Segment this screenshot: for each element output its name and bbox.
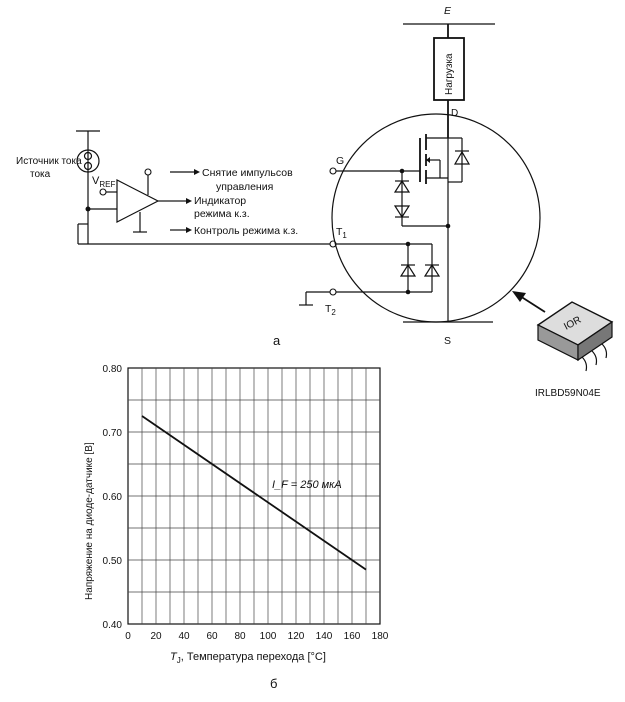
y-tick-label: 0.80 [103,364,123,375]
x-axis-ticks: 0 20 40 60 80 100 120 140 160 180 [125,631,389,642]
g-terminal [329,167,337,175]
y-tick-label: 0.60 [103,492,123,503]
pulse-off-label-2: управления [216,181,273,193]
caption-a: а [273,333,281,348]
zener-diode-1 [393,179,411,193]
package-illustration: IOR [536,301,614,372]
current-source-ring-2 [83,161,93,171]
d-label: D [451,108,458,119]
x-tick-label: 60 [206,631,218,642]
chart: 0 20 40 60 80 100 120 140 160 180 0.40 0.50 0.60 0.7… [84,364,389,691]
sensor-diode-1 [399,263,417,277]
y-tick-label: 0.50 [103,556,123,567]
t2-label: T2 [325,303,336,317]
x-tick-label: 180 [372,631,389,642]
current-annotation: I_F = 250 мкА [272,479,342,491]
y-axis-label: Напряжение на диоде-датчике [В] [84,442,95,600]
svg-text:тока: тока [30,169,51,180]
y-tick-label: 0.70 [103,428,123,439]
zener-diode-2 [393,205,411,219]
y-tick-label: 0.40 [103,620,123,631]
t1-label: T1 [336,226,347,240]
s-label: S [444,335,451,347]
t2-terminal [329,288,337,296]
mosfet-package-outline [331,113,541,323]
vref-label: VREF [92,175,115,189]
schematic: Источник тока тока VREF Снятие импульсов… [16,5,614,399]
load-label: Нагрузка [444,53,455,95]
x-tick-label: 40 [178,631,190,642]
x-tick-label: 0 [125,631,131,642]
load-resistor [433,37,465,101]
body-diode [453,150,471,165]
pulse-off-label: Снятие импульсов [202,167,293,179]
e-label: E [444,5,452,17]
current-source-label: Источник тока [16,156,82,167]
vref-terminal [99,188,107,196]
pointer-arrow [512,291,526,302]
sensor-diode-2 [423,263,441,277]
comparator-terminal [144,168,152,176]
series [141,415,367,571]
x-tick-label: 140 [316,631,333,642]
g-label: G [336,155,344,167]
part-number: IRLBD59N04E [535,388,601,399]
x-tick-label: 80 [234,631,246,642]
sc-indicator-label: Индикатор [194,195,246,207]
grid [128,368,380,624]
current-source-symbol [76,149,100,173]
x-tick-label: 160 [344,631,361,642]
x-tick-label: 100 [260,631,277,642]
x-tick-label: 120 [288,631,305,642]
y-axis-ticks: 0.40 0.50 0.60 0.70 0.80 [103,364,123,631]
current-source-ring [83,151,93,161]
series-line [141,415,367,571]
sc-indicator-label-2: режима к.з. [194,208,250,220]
comparator-symbol [116,179,160,223]
x-tick-label: 20 [150,631,162,642]
x-axis-label: TJ, Температура перехода [°C] [170,651,326,665]
sc-control-label: Контроль режима к.з. [194,225,298,237]
caption-b: б [270,676,277,691]
